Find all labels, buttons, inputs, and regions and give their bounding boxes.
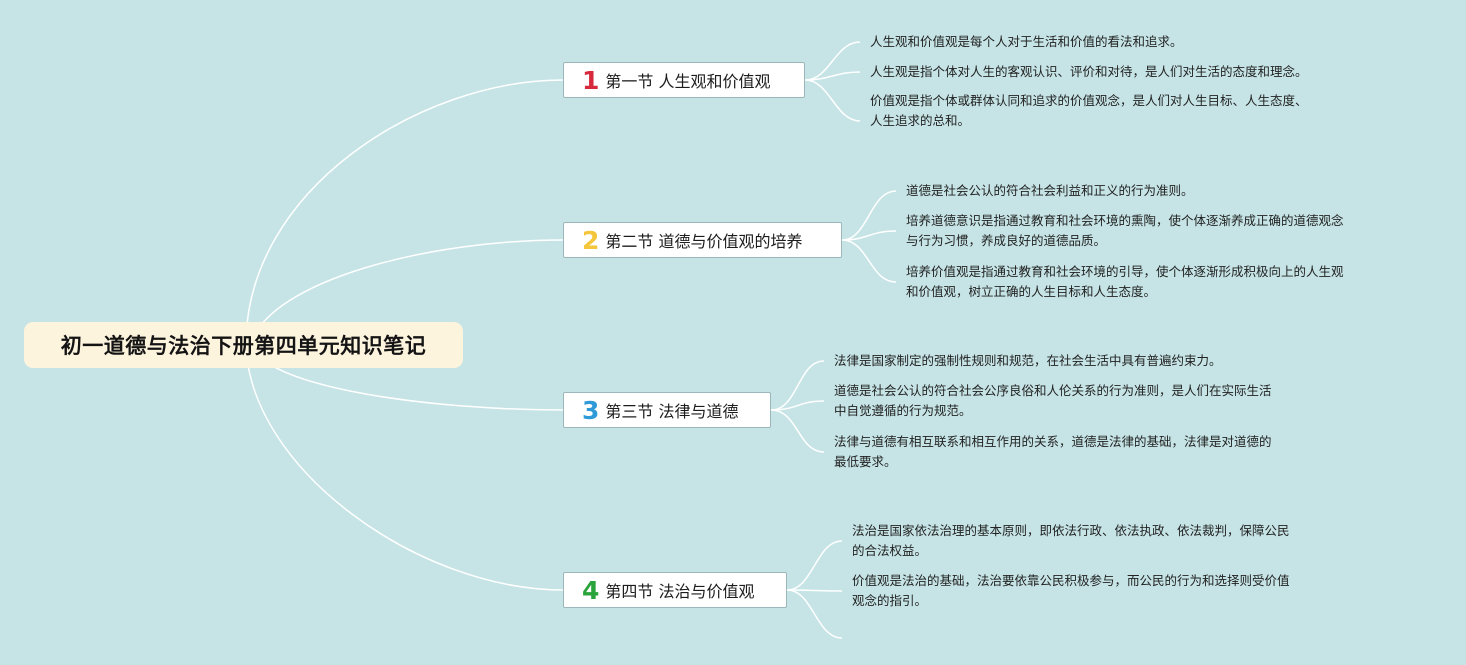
fan-line-4-1 <box>786 540 843 591</box>
topic-label-1: 第一节 人生观和价值观 <box>605 72 771 91</box>
note-line: 人生观和价值观是每个人对于生活和价值的看法和追求。 <box>870 34 1183 49</box>
note-line: 培养价值观是指通过教育和社会环境的引导，使个体逐渐形成积极向上的人生观 <box>906 264 1344 279</box>
fan-line-1-3 <box>804 79 861 122</box>
topic-number-3: 3 <box>582 395 600 425</box>
topic-label-2: 第二节 道德与价值观的培养 <box>605 232 803 251</box>
topic-4[interactable]: 4 第四节 法治与价值观 <box>563 572 787 608</box>
fan-line-3-3 <box>770 409 825 453</box>
fan-line-4-2 <box>786 589 843 592</box>
fan-line-4-3 <box>786 589 843 639</box>
note-3-3[interactable]: 法律与道德有相互联系和相互作用的关系，道德是法律的基础，法律是对道德的 最低要求… <box>834 432 1272 472</box>
topic-3[interactable]: 3 第三节 法律与道德 <box>563 392 771 428</box>
note-1-1[interactable]: 人生观和价值观是每个人对于生活和价值的看法和追求。 <box>870 32 1183 52</box>
root-title: 初一道德与法治下册第四单元知识笔记 <box>60 334 427 358</box>
note-1-3[interactable]: 价值观是指个体或群体认同和追求的价值观念，是人们对人生目标、人生态度、 人生追求… <box>870 91 1308 131</box>
note-line: 法律是国家制定的强制性规则和规范，在社会生活中具有普遍约束力。 <box>834 353 1222 368</box>
note-line: 和价值观，树立正确的人生目标和人生态度。 <box>906 284 1157 299</box>
fan-line-1-2 <box>804 71 861 81</box>
note-2-2[interactable]: 培养道德意识是指通过教育和社会环境的熏陶，使个体逐渐养成正确的道德观念 与行为习… <box>906 211 1344 251</box>
note-2-1[interactable]: 道德是社会公认的符合社会利益和正义的行为准则。 <box>906 181 1194 201</box>
note-4-2[interactable]: 价值观是法治的基础，法治要依靠公民积极参与，而公民的行为和选择则受价值 观念的指… <box>852 571 1290 611</box>
topic-number-1: 1 <box>582 65 600 95</box>
root-topic[interactable]: 初一道德与法治下册第四单元知识笔记 <box>24 322 463 368</box>
fan-line-2-3 <box>841 239 897 283</box>
note-line: 与行为习惯，养成良好的道德品质。 <box>906 233 1107 248</box>
note-line: 法治是国家依法治理的基本原则，即依法行政、依法执政、依法裁判，保障公民 <box>852 523 1290 538</box>
note-line: 人生追求的总和。 <box>870 113 971 128</box>
note-line: 价值观是指个体或群体认同和追求的价值观念，是人们对人生目标、人生态度、 <box>870 93 1308 108</box>
note-3-1[interactable]: 法律是国家制定的强制性规则和规范，在社会生活中具有普遍约束力。 <box>834 351 1222 371</box>
note-line: 的合法权益。 <box>852 543 928 558</box>
topic-label-3: 第三节 法律与道德 <box>605 402 739 421</box>
topic-number-4: 4 <box>582 575 600 605</box>
note-2-3[interactable]: 培养价值观是指通过教育和社会环境的引导，使个体逐渐形成积极向上的人生观 和价值观… <box>906 262 1344 302</box>
note-line: 道德是社会公认的符合社会公序良俗和人伦关系的行为准则，是人们在实际生活 <box>834 383 1272 398</box>
topic-label-4: 第四节 法治与价值观 <box>605 582 755 601</box>
note-3-2[interactable]: 道德是社会公认的符合社会公序良俗和人伦关系的行为准则，是人们在实际生活 中自觉遵… <box>834 381 1272 421</box>
note-line: 培养道德意识是指通过教育和社会环境的熏陶，使个体逐渐养成正确的道德观念 <box>906 213 1344 228</box>
note-4-1[interactable]: 法治是国家依法治理的基本原则，即依法行政、依法执政、依法裁判，保障公民 的合法权… <box>852 521 1290 561</box>
fan-line-2-2 <box>841 230 897 241</box>
note-line: 价值观是法治的基础，法治要依靠公民积极参与，而公民的行为和选择则受价值 <box>852 573 1290 588</box>
topic-number-2: 2 <box>582 225 600 255</box>
note-1-2[interactable]: 人生观是指个体对人生的客观认识、评价和对待，是人们对生活的态度和理念。 <box>870 62 1308 82</box>
note-line: 道德是社会公认的符合社会利益和正义的行为准则。 <box>906 183 1194 198</box>
note-line: 人生观是指个体对人生的客观认识、评价和对待，是人们对生活的态度和理念。 <box>870 64 1308 79</box>
fan-line-3-1 <box>770 360 825 411</box>
note-line: 最低要求。 <box>834 454 897 469</box>
topic-1[interactable]: 1 第一节 人生观和价值观 <box>563 62 805 98</box>
note-line: 中自觉遵循的行为规范。 <box>834 403 972 418</box>
note-line: 法律与道德有相互联系和相互作用的关系，道德是法律的基础，法律是对道德的 <box>834 434 1272 449</box>
branch-line-2 <box>249 239 564 346</box>
topic-2[interactable]: 2 第二节 道德与价值观的培养 <box>563 222 842 258</box>
note-line: 观念的指引。 <box>852 593 928 608</box>
fan-line-2-1 <box>841 190 897 241</box>
fan-line-1-1 <box>804 41 861 81</box>
branch-line-1 <box>245 79 564 346</box>
branch-line-4 <box>245 344 564 591</box>
fan-line-3-2 <box>770 400 825 411</box>
